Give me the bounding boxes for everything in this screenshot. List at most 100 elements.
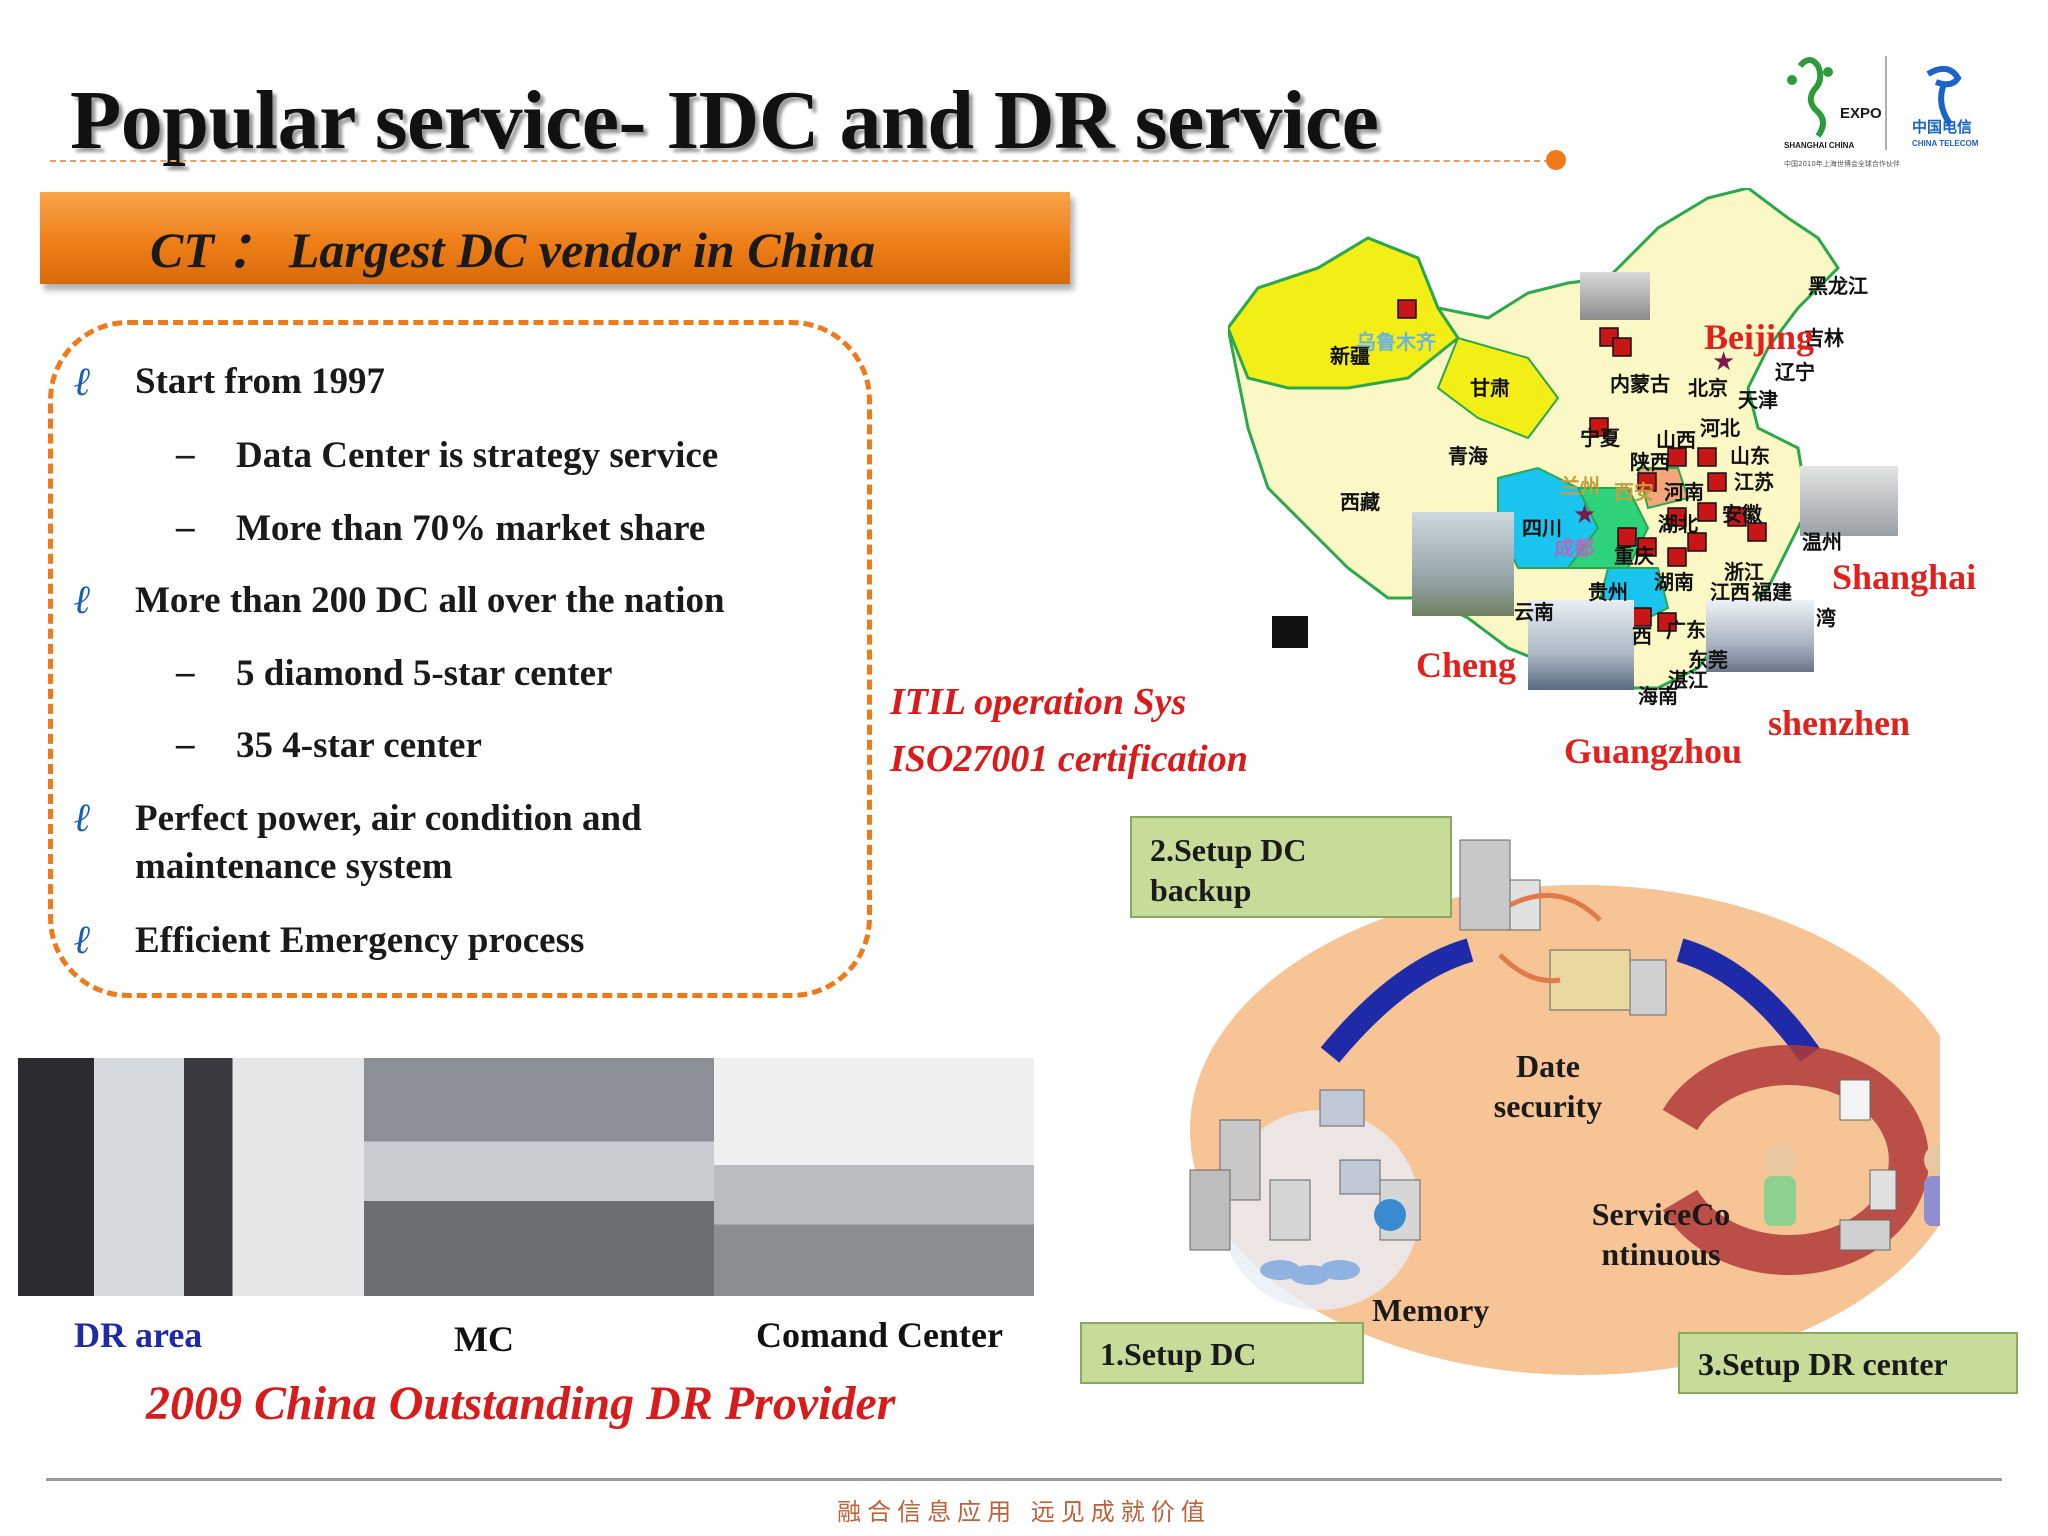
map-legend-marker	[1272, 616, 1308, 648]
dr-arc-right	[1676, 938, 1820, 1062]
bullet-power-cont: maintenance system	[135, 846, 453, 887]
sub-bullet-4-star: 35 4-star center	[236, 725, 482, 766]
date-label-l1: Date	[1516, 1048, 1580, 1084]
prov-label: 四川	[1522, 516, 1562, 540]
prov-label: 成都	[1554, 536, 1594, 560]
prov-label: 西	[1632, 624, 1652, 648]
ct-bullet-icon: ℓ	[74, 917, 92, 962]
map-photo-chengdu	[1412, 512, 1514, 616]
prov-label: 河南	[1664, 480, 1704, 504]
prov-label: 广东	[1666, 618, 1706, 642]
photo-mc	[364, 1058, 714, 1296]
bullet-power: Perfect power, air condition and	[135, 798, 642, 839]
title-divider	[50, 160, 1550, 162]
photo-command-center	[714, 1058, 1034, 1296]
cert-iso: ISO27001 certification	[890, 738, 1248, 780]
prov-label: 兰州	[1560, 474, 1600, 498]
prov-label: 黑龙江	[1808, 274, 1868, 298]
city-guangzhou: Guangzhou	[1564, 731, 1743, 771]
prov-label: 江西	[1710, 580, 1750, 604]
prov-label: 湾	[1816, 606, 1836, 630]
dr-process-diagram	[1189, 839, 1940, 1375]
memory-label: Memory	[1372, 1292, 1490, 1328]
prov-label: 山东	[1730, 444, 1770, 468]
prov-label: 乌鲁木齐	[1356, 330, 1436, 354]
caption-mc: MC	[454, 1319, 514, 1359]
backup-arrow-icon	[1508, 892, 1602, 922]
city-shenzhen: shenzhen	[1768, 703, 1911, 743]
sub-bullet-dash: –	[176, 652, 195, 693]
headline-banner	[40, 192, 1070, 284]
service-label-l1: ServiceCo	[1591, 1196, 1731, 1232]
prov-label: 海南	[1638, 684, 1678, 708]
backup-arrow-icon	[1498, 953, 1561, 984]
title-divider-dot	[1546, 150, 1566, 170]
prov-label: 江苏	[1734, 470, 1774, 494]
step-setup-dr-center: 3.Setup DR center	[1678, 1332, 2018, 1394]
key-facts-box	[48, 320, 872, 998]
caption-command-center: Comand Center	[756, 1315, 1003, 1355]
prov-label: 云南	[1514, 600, 1554, 624]
prov-label: 北京	[1688, 376, 1728, 400]
footer-slogan: 融合信息应用 远见成就价值	[837, 1498, 1211, 1526]
prov-label: 河北	[1700, 416, 1740, 440]
prov-label: 浙江	[1724, 560, 1764, 584]
sub-bullet-strategy: Data Center is strategy service	[236, 435, 719, 476]
star-beijing-icon: ★	[1712, 347, 1735, 376]
prov-label: 西安	[1614, 480, 1654, 504]
logo-group: EXPO SHANGHAI CHINA 中国电信 CHINA TELECOM 中…	[1778, 50, 1998, 170]
ct-logo-en: CHINA TELECOM	[1912, 139, 1979, 148]
ct-logo-cn: 中国电信	[1912, 118, 1972, 136]
map-photo-shanghai	[1800, 466, 1898, 536]
prov-label: 东莞	[1688, 648, 1728, 672]
ct-bullet-icon: ℓ	[74, 359, 92, 404]
expo-logo-sub: SHANGHAI CHINA	[1784, 141, 1854, 150]
china-dc-map: ★ ★	[1228, 188, 1840, 690]
dr-arc-left	[1320, 938, 1474, 1063]
prov-label: 贵州	[1588, 580, 1628, 604]
bullet-emergency: Efficient Emergency process	[135, 920, 585, 961]
prov-label: 山西	[1656, 428, 1696, 452]
prov-label: 湖南	[1654, 570, 1694, 594]
city-chengdu: Cheng	[1416, 645, 1517, 685]
logo-tagline: 中国2010年上海世博会全球合作伙伴	[1784, 159, 1900, 168]
prov-label: 吉林	[1804, 326, 1844, 350]
step-setup-dc: 1.Setup DC	[1080, 1322, 1364, 1384]
service-continuous-label: ServiceCo ntinuous	[1556, 1194, 1766, 1274]
prov-label: 甘肃	[1470, 376, 1510, 400]
ct-bullet-icon: ℓ	[74, 795, 92, 840]
prov-label: 辽宁	[1775, 360, 1815, 384]
footer-divider	[46, 1478, 2002, 1481]
bullet-start-1997: Start from 1997	[135, 361, 386, 402]
expo-logo-text: EXPO	[1840, 105, 1882, 122]
prov-label: 天津	[1738, 388, 1778, 412]
step-setup-dc-backup: 2.Setup DC backup	[1130, 816, 1452, 918]
map-region-gansu	[1436, 336, 1560, 440]
page-title: Popular service- IDC and DR service	[70, 74, 1379, 167]
users-icon	[1764, 1079, 1940, 1251]
sub-bullet-dash: –	[176, 724, 195, 765]
star-chengdu-icon: ★	[1573, 500, 1596, 529]
map-photo-building	[1580, 272, 1650, 320]
sub-bullet-dash: –	[176, 507, 195, 548]
prov-label: 西藏	[1340, 490, 1380, 514]
date-security-label: Date security	[1448, 1046, 1648, 1126]
prov-label: 湛江	[1668, 668, 1708, 692]
step-2-line2: backup	[1150, 872, 1252, 908]
prov-label: 安徽	[1722, 502, 1762, 526]
headline-banner-text: CT ： Largest DC vendor in China	[150, 222, 876, 278]
prov-label: 青海	[1448, 444, 1488, 468]
dc-markers	[1397, 299, 1767, 632]
server-cluster-icon	[1189, 1089, 1421, 1285]
prov-label: 重庆	[1614, 544, 1654, 568]
sub-bullet-dash: –	[176, 434, 195, 475]
continuity-cycle-icon	[1662, 1045, 1929, 1275]
map-photo-shenzhen	[1706, 600, 1814, 672]
prov-label: 内蒙古	[1610, 372, 1670, 396]
photo-dr-area	[18, 1058, 364, 1296]
prov-label: 陕西	[1630, 450, 1670, 474]
award-text: 2009 China Outstanding DR Provider	[146, 1377, 896, 1430]
city-shanghai: Shanghai	[1832, 557, 1977, 597]
city-beijing: Beijing	[1704, 317, 1815, 357]
prov-label: 湖北	[1658, 512, 1698, 536]
